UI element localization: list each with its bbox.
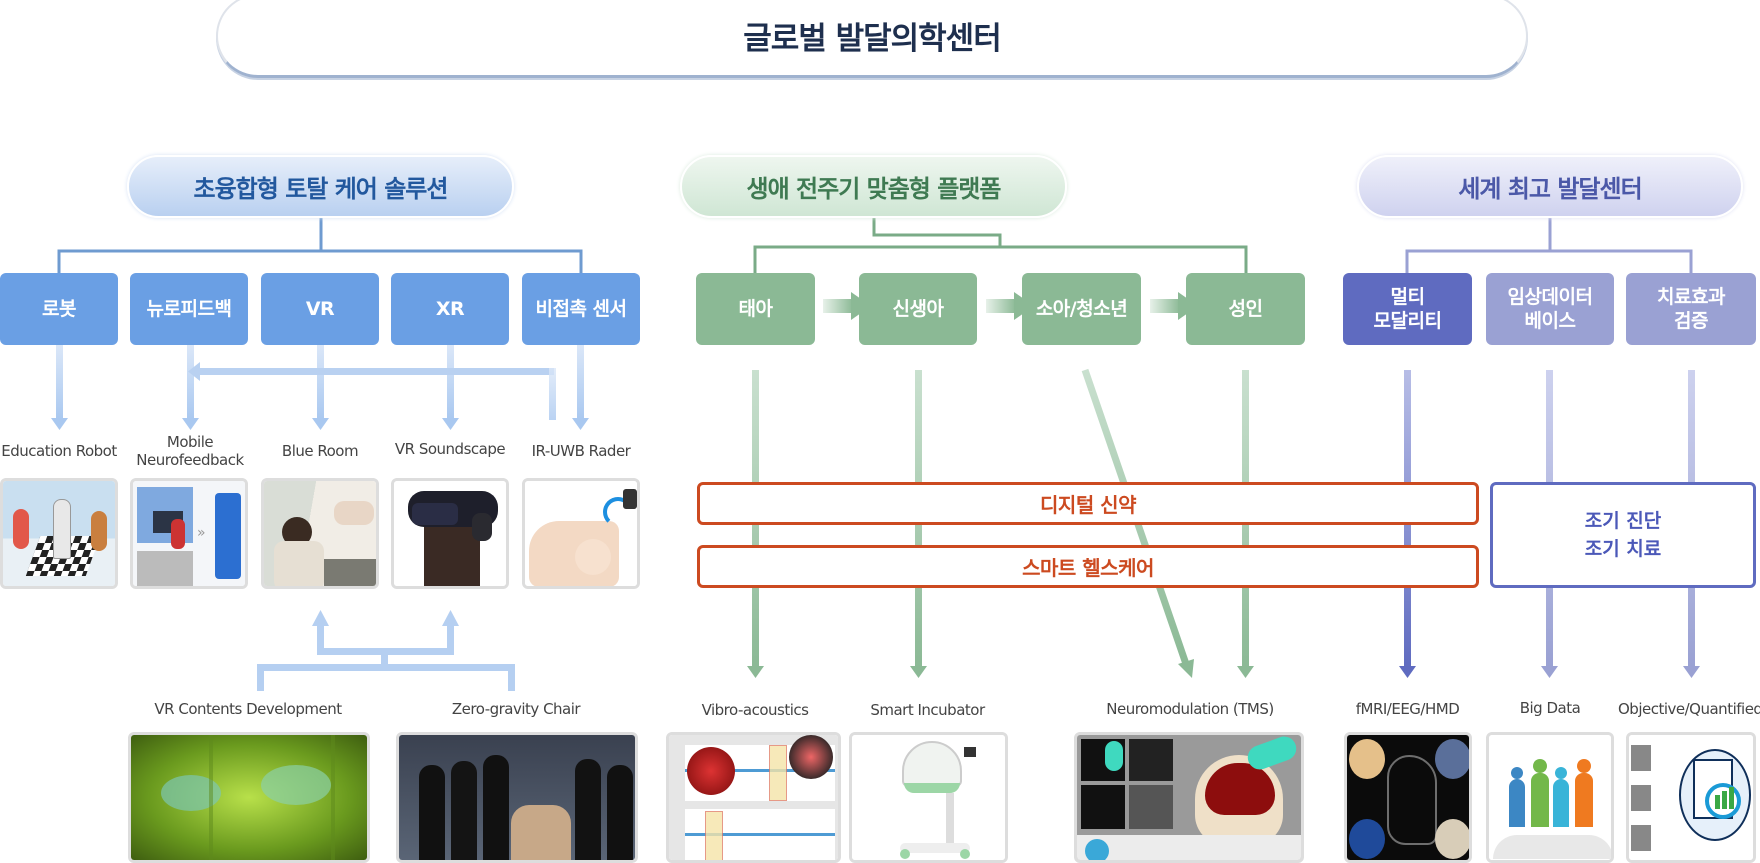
early-diagnosis-text: 조기 진단 — [1584, 510, 1662, 532]
early-diagnosis-treatment-box: 조기 진단 조기 치료 — [1490, 482, 1756, 588]
lifecycle-platform-header: 생애 전주기 맞춤형 플랫폼 — [680, 155, 1067, 218]
label-smart-incubator: Smart Incubator — [870, 701, 985, 719]
stage-child-adolescent: 소아/청소년 — [1022, 273, 1141, 345]
blue-up-arrows — [257, 610, 515, 691]
box-robot: 로봇 — [0, 273, 118, 345]
label-zero-gravity-chair: Zero-gravity Chair — [451, 700, 581, 718]
box-multimodality-line2: 모달리티 — [1373, 310, 1442, 332]
convergence-solution-header: 초융합형 토탈 케어 솔루션 — [127, 155, 514, 218]
blue-down-arrows — [51, 345, 589, 430]
box-treatment-validation-line1: 치료효과 — [1657, 286, 1725, 308]
center-title: 글로벌 발달의학센터 — [743, 21, 1001, 57]
label-neuromodulation-tms: Neuromodulation (TMS) — [1106, 700, 1274, 718]
box-multimodality-line1: 멀티 — [1390, 286, 1425, 308]
stage-newborn: 신생아 — [859, 273, 977, 345]
blue-tree — [57, 218, 583, 273]
fmri-eeg-hmd-image — [1344, 732, 1472, 863]
box-xr: XR — [391, 273, 509, 345]
label-objective-quantified: Objective/Quantified — [1618, 700, 1760, 718]
smart-healthcare-band: 스마트 헬스케어 — [697, 545, 1479, 588]
box-treatment-validation: 치료효과 검증 — [1626, 273, 1756, 345]
green-tree — [753, 218, 1248, 273]
label-blue-room: Blue Room — [281, 442, 359, 460]
smart-incubator-image — [849, 732, 1008, 863]
zero-gravity-chair-image — [396, 732, 638, 863]
center-title-banner: 글로벌 발달의학센터 — [216, 0, 1528, 78]
education-robot-image — [0, 478, 118, 589]
vr-soundscape-image — [391, 478, 509, 589]
label-ir-uwb-rader: IR-UWB Rader — [531, 442, 631, 460]
development-center-header: 세계 최고 발달센터 — [1357, 155, 1743, 218]
digital-therapeutics-band: 디지털 신약 — [697, 482, 1479, 525]
box-clinical-database-line2: 베이스 — [1524, 310, 1576, 332]
purple-tree — [1405, 218, 1693, 273]
stage-fetus: 태아 — [696, 273, 815, 345]
label-fmri-eeg-hmd: fMRI/EEG/HMD — [1355, 700, 1460, 718]
box-clinical-database: 임상데이터 베이스 — [1486, 273, 1614, 345]
label-mobile-neurofeedback: Mobile Neurofeedback — [136, 433, 244, 469]
box-clinical-database-line1: 임상데이터 — [1507, 286, 1593, 308]
box-multimodality: 멀티 모달리티 — [1343, 273, 1472, 345]
label-big-data: Big Data — [1519, 699, 1581, 717]
ir-uwb-rader-image — [522, 478, 640, 589]
early-treatment-text: 조기 치료 — [1584, 538, 1662, 560]
mobile-neurofeedback-image: » — [130, 478, 248, 589]
blue-room-image — [261, 478, 379, 589]
objective-quantified-image — [1626, 732, 1756, 863]
label-vibro-acoustics: Vibro-acoustics — [701, 701, 809, 719]
neuromodulation-tms-image — [1074, 732, 1304, 863]
label-vr-contents-development: VR Contents Development — [154, 700, 342, 718]
label-vr-soundscape: VR Soundscape — [394, 440, 506, 458]
big-data-image — [1486, 732, 1614, 863]
vibro-acoustics-image — [666, 732, 841, 863]
box-treatment-validation-line2: 검증 — [1674, 310, 1708, 332]
vr-contents-development-image — [128, 732, 370, 863]
box-vr: VR — [261, 273, 379, 345]
box-contactless-sensor: 비접촉 센서 — [522, 273, 640, 345]
stage-adult: 성인 — [1186, 273, 1305, 345]
box-neurofeedback: 뉴로피드백 — [130, 273, 248, 345]
label-education-robot: Education Robot — [1, 442, 117, 460]
